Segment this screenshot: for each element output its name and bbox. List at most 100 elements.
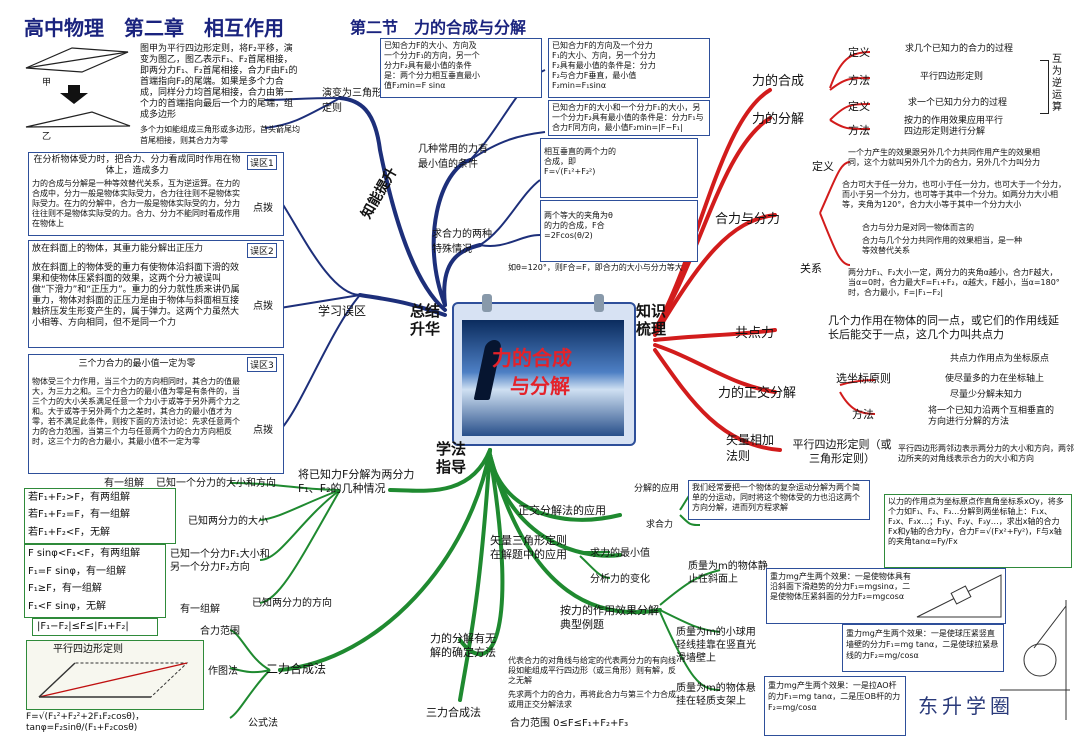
- syn-method: 平行四边形定则: [920, 72, 984, 82]
- c3-label: 已知一个分力F₁大小和另一个分力F₂方向: [170, 549, 270, 573]
- node-concurrent: 共点力: [735, 326, 775, 341]
- example-2-label: 质量为m的小球用轻线挂靠在竖直光滑墙壁上: [676, 627, 756, 664]
- relation-1: 合力可大于任一分力，也可小于任一分力，也可大于一个分力，而小于另一个分力，也可等…: [842, 180, 1066, 209]
- binder-ring-left: [482, 294, 492, 312]
- three-force-label: 三力合成法: [426, 706, 481, 719]
- node-orthogonal: 力的正交分解: [718, 386, 797, 401]
- vector-desc: 平行四边形两邻边表示两分力的大小和方向，两邻边所夹的对角线表示合力的大小和方向: [898, 444, 1074, 463]
- vec-tri-label: 矢量三角形定则在解题中的应用: [490, 534, 567, 561]
- angle-120-note: 如θ=120°，则F合=F，即合力的大小与分力等大: [508, 263, 683, 272]
- special-box-1: 相互垂直的两个力的合成，即F=√(F₁²+F₂²): [540, 138, 698, 198]
- relation-label: 关系: [800, 262, 822, 275]
- range-label: 合力范围: [200, 626, 240, 637]
- relation-2: 合力与分力是对同一物体而言的: [862, 223, 974, 232]
- range-box: |F₁−F₂|≤F≤|F₁+F₂|: [32, 618, 158, 636]
- dec-def: 求一个已知力分力的过程: [908, 98, 1008, 108]
- node-synthesis: 力的合成: [752, 74, 805, 89]
- change-label: 分析力的变化: [590, 574, 650, 585]
- formula-text: F=√(F₁²+F₂²+2F₁F₂cosθ)，tanφ=F₂sinθ/(F₁+F…: [26, 712, 145, 733]
- mistake-1: 在分析物体受力时，把合力、分力看成同时作用在物体上，造成多力 误区1 力的合成与…: [28, 152, 284, 236]
- mistake-3: 三个力合力的最小值一定为零 误区3 物体受三个力作用，当三个力的方向相同时，其合…: [28, 354, 284, 474]
- hub-knowledge: 知识 梳理: [636, 302, 667, 338]
- label-yi: 乙: [42, 132, 52, 142]
- ortho-app-label: 正交分解法的应用: [518, 504, 606, 517]
- two-force-label: 二力合成法: [266, 662, 327, 676]
- example-1-box: 重力mg产生两个效果：一是使物体具有沿斜面下滑趋势的分力F₁=mgsinα，二是…: [766, 568, 1006, 624]
- hub-summary: 总结 升华: [410, 302, 441, 338]
- concurrent-def: 几个力作用在物体的同一点，或它们的作用线延长后能交于一点，这几个力叫共点力: [828, 314, 1059, 341]
- find-resultant-label: 求合力: [646, 520, 674, 530]
- c3-cases: F sinφ<F₁<F，有两组解 F₁=F sinφ，有一组解 F₁≥F，有一组…: [24, 544, 166, 618]
- parallelogram-diagram: [37, 662, 189, 698]
- mistakes-label: 学习误区: [318, 304, 367, 318]
- c1-label: 已知一个分力的大小和方向: [156, 478, 276, 489]
- triangle-rule-branch: 演变为三角形定则: [322, 88, 382, 114]
- c2-label: 已知两分力的大小: [188, 516, 268, 527]
- center-title-1: 力的合成: [492, 346, 572, 370]
- c1-solution: 有一组解: [104, 478, 144, 489]
- node-decomposition: 力的分解: [752, 112, 805, 127]
- axis-principle: 选坐标原则: [836, 372, 891, 385]
- watermark: 东升学圈: [918, 694, 1014, 718]
- node-vector-rule: 矢量相加法则: [726, 433, 775, 463]
- find-resultant-box: 以力的作用点为坐标原点作直角坐标系xOy，将多个力如F₁、F₂、F₃…分解到两坐…: [884, 494, 1072, 568]
- syn-method-label: 方法: [848, 74, 870, 87]
- min-box-1: 已知合力F的大小、方向及一个分力F₁的方向，另一个分力F₂具有最小值的条件是：两…: [380, 38, 542, 98]
- label-jia: 甲: [42, 78, 52, 88]
- special-case-label: 求合力的两种特殊情况: [432, 229, 492, 255]
- syn-def-label: 定义: [848, 46, 870, 59]
- min-box-2: 已知合力F的方向及一个分力F₁的大小、方向，另一个分力F₂具有最小值的条件是：分…: [548, 38, 710, 98]
- center-title-2: 与分解: [510, 374, 570, 398]
- vector-rule: 平行四边形定则（或三角形定则）: [792, 438, 892, 465]
- para-rule-box: 平行四边形定则: [26, 640, 204, 710]
- axis-3: 尽量少分解未知力: [950, 390, 1023, 400]
- section-title: 第二节 力的合成与分解: [350, 18, 527, 37]
- formula-label: 公式法: [248, 718, 278, 729]
- mistake-2: 放在斜面上的物体，其重力能分解出正压力 误区2 放在斜面上的物体受的重力有使物体…: [28, 240, 284, 348]
- incline-diagram: [916, 574, 1002, 618]
- example-3-label: 质量为m的物体悬挂在轻质支架上: [676, 683, 756, 707]
- app-decomp-label: 分解的应用: [634, 484, 680, 494]
- syn-def: 求几个已知力的合力的过程: [905, 44, 1014, 54]
- min-condition-label: 几种常用的力有最小值的条件: [418, 144, 488, 170]
- c2-cases: 若F₁+F₂>F，有两组解 若F₁+F₂=F，有一组解 若F₁+F₂<F，无解: [24, 488, 176, 544]
- arrow-down-icon: [60, 85, 88, 104]
- graph-label: 作图法: [208, 666, 238, 677]
- dec-method: 按力的作用效果应用平行四边形定则进行分解: [904, 116, 1004, 137]
- center-image: 力的合成 与分解: [462, 320, 624, 436]
- dec-def-label: 定义: [848, 100, 870, 113]
- known-f-label: 将已知力F分解为两分力F₁、F₂的几种情况: [298, 468, 415, 495]
- inverse-bracket: [1040, 60, 1049, 114]
- three-force-range: 合力范围 0≤F≤F₁+F₂+F₃: [510, 718, 629, 729]
- effect-label: 按力的作用效果分解典型例题: [560, 604, 659, 631]
- polygon-rule-text: 多个力如能组成三角形或多边形，首头箭尾均首尾相接，则其合力为零: [140, 125, 300, 145]
- example-1-label: 质量为m的物体静止在斜面上: [688, 561, 768, 585]
- node-force-relation: 合力与分力: [715, 212, 781, 227]
- ortho-method-label: 方法: [852, 408, 874, 421]
- axis-2: 使尽量多的力在坐标轴上: [945, 374, 1045, 384]
- axis-1: 共点力作用点为坐标原点: [950, 354, 1050, 364]
- hub-method: 学法 指导: [436, 440, 467, 476]
- c4-label: 已知两分力的方向: [252, 598, 332, 609]
- inverse-label: 互为逆运算: [1052, 54, 1062, 113]
- special-box-2: 两个等大的夹角为θ的力的合成，F合=2Fcos(θ/2): [540, 200, 698, 262]
- three-force-text: 先求两个力的合力，再将此合力与第三个力合成或用正交分解法求: [508, 690, 676, 709]
- uncertain-label: 力的分解有无解的确定方法: [430, 632, 496, 659]
- dec-method-label: 方法: [848, 124, 870, 137]
- app-decomp-box: 我们经常要把一个物体的复杂运动分解为两个简单的分运动，同时将这个物体受的力也沿这…: [688, 480, 870, 520]
- triangle-rule-text: 图甲为平行四边形定则，将F₂平移，演变为图乙，图乙表示F₁、F₂首尾相接，即两分…: [140, 44, 298, 120]
- ortho-method: 将一个已知力沿两个互相垂直的方向进行分解的方法: [928, 406, 1055, 427]
- relation-4: 两分力F₁、F₂大小一定，两分力的夹角α越小，合力F越大，当α=0时，合力最大F…: [848, 268, 1060, 297]
- min-box-3: 已知合力F的大小和一个分力F₁的大小，另一个分力F₂具有最小值的条件是：分力F₁…: [548, 100, 710, 136]
- min-force-label: 求力的最小值: [590, 548, 650, 559]
- center-card: 力的合成 与分解: [452, 294, 636, 446]
- example-3-box: 重力mg产生两个效果：一是拉AO杆的力F₁=mg tanα，二是压OB杆的力F₂…: [764, 676, 906, 736]
- fr-def: 一个力产生的效果跟另外几个力共同作用产生的效果相同，这个力就叫另外几个力的合力，…: [848, 148, 1040, 167]
- fr-def-label: 定义: [812, 160, 834, 173]
- uncertain-text: 代表合力的对角线与给定的代表两分力的有向线段如能组成平行四边形（或三角形）则有解…: [508, 656, 676, 685]
- c4-solution: 有一组解: [180, 604, 220, 615]
- binder-ring-right: [594, 294, 604, 312]
